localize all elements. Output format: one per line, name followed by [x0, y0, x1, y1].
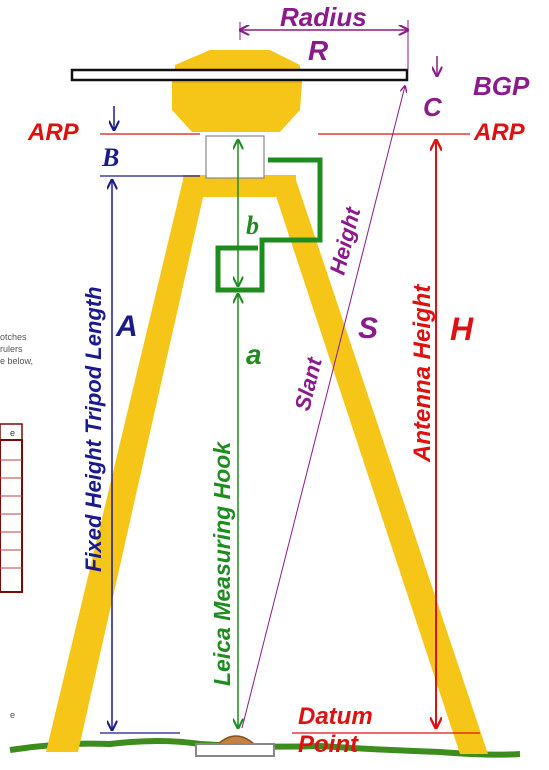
side-text-1: otches — [0, 332, 27, 342]
label-a-lower: a — [246, 339, 262, 370]
label-a-upper: A — [115, 310, 138, 343]
datum-point-marker — [217, 735, 255, 745]
label-h: H — [450, 311, 474, 347]
label-slant: Slant — [290, 353, 328, 413]
side-table-header-text: e — [10, 428, 15, 438]
slant-line — [241, 86, 405, 729]
label-c: C — [423, 92, 443, 122]
label-bgp: BGP — [473, 71, 530, 101]
label-b-upper: B — [101, 143, 119, 172]
label-fixed-height: Fixed Height Tripod Length — [81, 286, 106, 572]
label-point: Point — [298, 731, 359, 758]
label-r: R — [308, 35, 329, 66]
tribrach — [205, 135, 265, 179]
side-text-bottom: e — [10, 710, 15, 720]
label-datum: Datum — [298, 703, 373, 730]
label-radius: Radius — [280, 2, 367, 32]
label-s: S — [358, 312, 378, 345]
side-table — [0, 439, 23, 593]
label-arp-left: ARP — [27, 119, 80, 146]
label-arp-right: ARP — [473, 119, 526, 146]
side-text-3: e below, — [0, 356, 33, 366]
label-b-lower: b — [246, 211, 259, 240]
ground-plane — [70, 68, 409, 82]
antenna — [70, 50, 409, 132]
measuring-hook — [215, 157, 323, 293]
label-leica-hook: Leica Measuring Hook — [209, 441, 235, 686]
label-antenna-height: Antenna Height — [409, 284, 436, 463]
side-fragment: otches rulers e below, e e — [0, 332, 33, 720]
side-text-2: rulers — [0, 344, 23, 354]
